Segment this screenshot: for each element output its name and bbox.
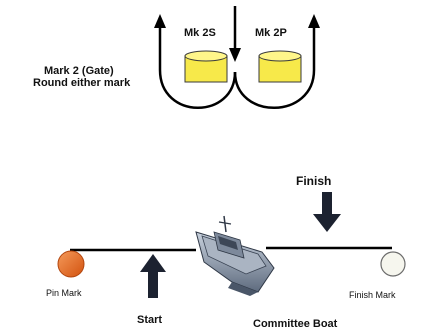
committee-boat-label: Committee Boat: [253, 318, 338, 330]
gate-subtitle: Round either mark: [33, 77, 131, 89]
start-arrowhead: [140, 254, 166, 272]
finish-arrow-shaft: [322, 192, 332, 214]
mark-2s-buoy: [184, 50, 228, 83]
exit-arrowhead-right: [308, 14, 320, 28]
mark-2p-label: Mk 2P: [255, 27, 287, 39]
mark-2p-buoy: [258, 50, 302, 83]
finish-label: Finish: [296, 174, 331, 188]
start-arrow-shaft: [148, 272, 158, 298]
gate-title: Mark 2 (Gate): [44, 65, 114, 77]
approach-arrowhead: [229, 48, 241, 62]
mark-2s-label: Mk 2S: [184, 27, 216, 39]
finish-mark-buoy: [380, 251, 406, 277]
rounding-path-left: [158, 24, 237, 109]
committee-boat-icon: [195, 215, 275, 296]
exit-arrowhead-left: [154, 14, 166, 28]
rounding-path-right: [233, 24, 316, 109]
pin-mark-buoy: [57, 250, 85, 278]
finish-arrowhead: [313, 214, 341, 232]
start-label: Start: [137, 314, 162, 326]
finish-mark-label: Finish Mark: [349, 290, 396, 300]
pin-mark-label: Pin Mark: [46, 288, 82, 298]
